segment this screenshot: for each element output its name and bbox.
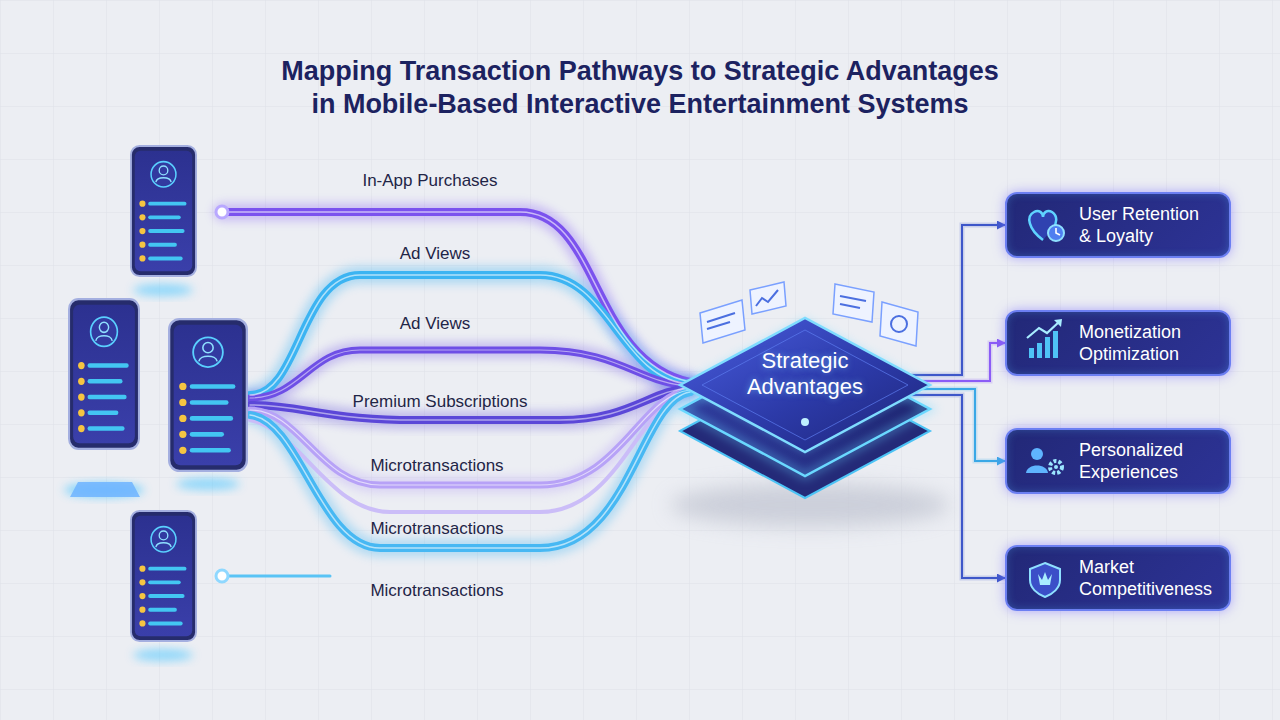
panel-line xyxy=(840,296,866,308)
panel-line xyxy=(707,313,735,329)
pathway-label: Ad Views xyxy=(400,244,471,264)
advantage-box: Monetization Optimization xyxy=(1005,310,1231,376)
diagram-title: Mapping Transaction Pathways to Strategi… xyxy=(210,55,1070,121)
diamond-light xyxy=(801,418,809,426)
diamond-inner-edge xyxy=(702,330,908,440)
floating-panel xyxy=(880,302,918,346)
connector-glow xyxy=(911,395,1005,578)
flow-line xyxy=(250,388,690,420)
floating-panel xyxy=(700,300,745,343)
flow-highlight xyxy=(250,392,690,548)
advantage-box: Personalized Experiences xyxy=(1005,428,1231,494)
advantage-box: Market Competitiveness xyxy=(1005,545,1231,611)
flow-line xyxy=(250,350,690,398)
flow-highlight xyxy=(222,212,690,382)
diamond-glow xyxy=(680,318,930,452)
hub-diamond: Strategic Advantages xyxy=(680,318,930,452)
panel-chart xyxy=(756,290,778,306)
phone-stand xyxy=(70,482,140,497)
phone-illustration xyxy=(169,319,247,471)
flow-pathways xyxy=(222,212,690,576)
pathway-label: In-App Purchases xyxy=(362,171,497,191)
flow-highlight xyxy=(250,390,690,485)
panel-icon xyxy=(891,316,907,332)
connector-arrow xyxy=(911,395,1005,578)
phone-illustration xyxy=(131,146,196,276)
flow-line xyxy=(222,575,330,578)
flow-highlight xyxy=(250,388,690,420)
pathway-label: Premium Subscriptions xyxy=(353,392,528,412)
flow-start-dot xyxy=(216,206,228,218)
connector-arrow xyxy=(923,389,1005,461)
node-label: User Retention & Loyalty xyxy=(1079,203,1215,247)
phone-glow xyxy=(176,478,240,490)
flow-highlight xyxy=(250,275,690,395)
pathway-label: Microtransactions xyxy=(370,519,503,539)
flow-line xyxy=(250,392,690,548)
pathway-label: Microtransactions xyxy=(370,581,503,601)
flow-highlight xyxy=(250,350,690,398)
pathway-label: Microtransactions xyxy=(370,456,503,476)
phone-glow xyxy=(133,649,193,661)
diamond-face xyxy=(680,318,930,452)
phone-glow xyxy=(133,284,193,296)
phone-illustration xyxy=(131,511,196,641)
flow-glow xyxy=(250,388,690,420)
phone-glow xyxy=(64,483,144,497)
phone-illustration xyxy=(69,299,139,449)
floating-panel xyxy=(750,282,786,314)
flow-glow xyxy=(250,350,690,398)
node-label: Market Competitiveness xyxy=(1079,556,1215,600)
node-label: Personalized Experiences xyxy=(1079,439,1215,483)
advantage-box: User Retention & Loyalty xyxy=(1005,192,1231,258)
node-label: Monetization Optimization xyxy=(1079,321,1215,365)
pathway-label: Ad Views xyxy=(400,314,471,334)
floating-panel xyxy=(833,284,874,322)
flow-start-dot xyxy=(216,570,228,582)
connector-arrow xyxy=(923,343,1005,381)
flow-line xyxy=(250,390,690,485)
node-label: Strategic Advantages xyxy=(735,348,875,400)
